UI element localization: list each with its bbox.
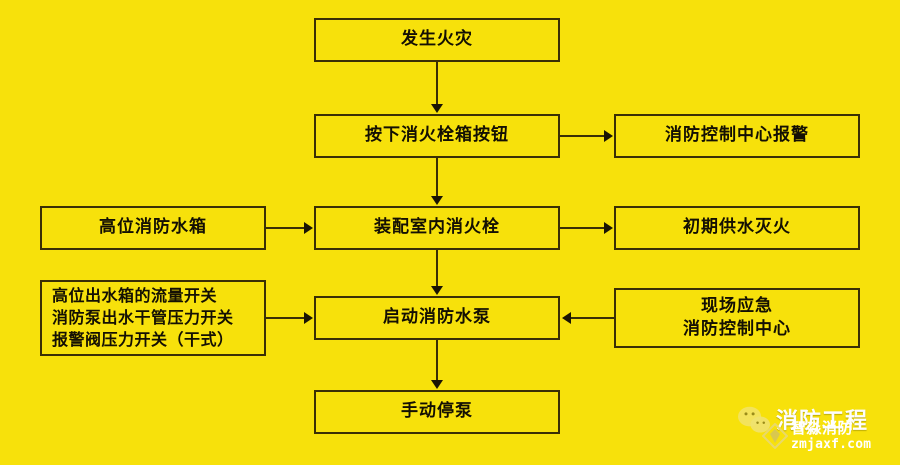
watermark-title: 消防工程 — [776, 409, 869, 434]
edge-tank-to-hydrant-arrow — [304, 222, 313, 234]
edge-fire-to-button-arrow — [431, 104, 443, 113]
edge-button-to-alarm-line — [560, 135, 606, 137]
node-initial-water-supply-firefighting[interactable]: 初期供水灭火 — [614, 206, 860, 250]
node-fire-occurs[interactable]: 发生火灾 — [314, 18, 560, 62]
node-switch-conditions[interactable]: 高位出水箱的流量开关 消防泵出水干管压力开关 报警阀压力开关（干式） — [40, 280, 266, 356]
edge-button-to-alarm-arrow — [604, 130, 613, 142]
diamond-logo-icon — [762, 423, 788, 449]
edge-pump-to-stop-line — [436, 340, 438, 381]
edge-button-to-hydrant-line — [436, 158, 438, 197]
edge-tank-to-hydrant-line — [266, 227, 306, 229]
edge-emergency-to-pump-line — [570, 317, 614, 319]
node-onsite-emergency-control-center[interactable]: 现场应急 消防控制中心 — [614, 288, 860, 348]
watermark: 消防工程 智淼消防 zmjaxf.com — [734, 391, 894, 463]
edge-hydrant-to-pump-line — [436, 250, 438, 287]
watermark-badge: 智淼消防 zmjaxf.com — [762, 421, 871, 451]
watermark-text: 智淼消防 zmjaxf.com — [791, 419, 872, 452]
node-press-hydrant-box-button[interactable]: 按下消火栓箱按钮 — [314, 114, 560, 158]
wechat-icon — [738, 406, 770, 433]
edge-button-to-hydrant-arrow — [431, 196, 443, 205]
edge-switches-to-pump-line — [266, 317, 306, 319]
node-assemble-indoor-hydrant[interactable]: 装配室内消火栓 — [314, 206, 560, 250]
node-high-level-fire-water-tank[interactable]: 高位消防水箱 — [40, 206, 266, 250]
node-manual-pump-stop[interactable]: 手动停泵 — [314, 390, 560, 434]
node-start-fire-pump[interactable]: 启动消防水泵 — [314, 296, 560, 340]
edge-hydrant-to-pump-arrow — [431, 286, 443, 295]
edge-hydrant-to-supply-arrow — [604, 222, 613, 234]
edge-emergency-to-pump-arrow — [562, 312, 571, 324]
watermark-brand: 智淼消防 — [791, 419, 854, 437]
watermark-url: zmjaxf.com — [791, 437, 872, 452]
edge-pump-to-stop-arrow — [431, 380, 443, 389]
edge-hydrant-to-supply-line — [560, 227, 606, 229]
node-fire-control-center-alarm[interactable]: 消防控制中心报警 — [614, 114, 860, 158]
edge-switches-to-pump-arrow — [304, 312, 313, 324]
edge-fire-to-button-line — [436, 62, 438, 105]
